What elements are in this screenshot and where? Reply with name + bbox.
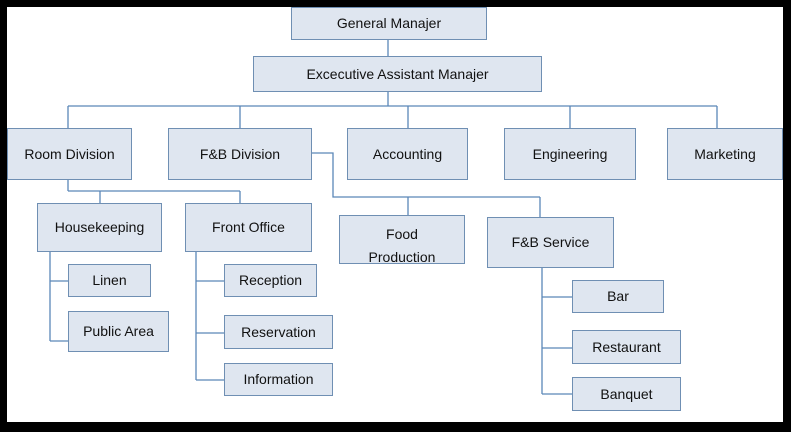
restaurant-box: Restaurant bbox=[572, 330, 681, 364]
banquet-label: Banquet bbox=[600, 385, 653, 402]
engineering-label: Engineering bbox=[532, 145, 608, 162]
front-office-box: Front Office bbox=[185, 203, 312, 252]
reservation-box: Reservation bbox=[224, 315, 333, 349]
housekeeping-label: Housekeeping bbox=[54, 219, 145, 236]
fb-division-box: F&B Division bbox=[168, 128, 312, 180]
bar-label: Bar bbox=[607, 288, 629, 305]
room-division-label: Room Division bbox=[24, 145, 115, 162]
public-area-label: Public Area bbox=[83, 323, 154, 340]
room-division-box: Room Division bbox=[7, 128, 132, 180]
information-label: Information bbox=[243, 371, 314, 388]
fb-service-label: F&B Service bbox=[511, 234, 590, 251]
housekeeping-box: Housekeeping bbox=[37, 203, 162, 252]
reception-box: Reception bbox=[224, 264, 317, 297]
food-production-label-line2: Production bbox=[368, 249, 436, 264]
executive-assistant-manager-box: Excecutive Assistant Manajer bbox=[253, 56, 542, 92]
information-box: Information bbox=[224, 363, 333, 396]
food-production-label-line1: Food bbox=[386, 226, 418, 242]
engineering-box: Engineering bbox=[504, 128, 636, 180]
linen-label: Linen bbox=[92, 272, 127, 289]
marketing-box: Marketing bbox=[667, 128, 783, 180]
banquet-box: Banquet bbox=[572, 377, 681, 411]
accounting-label: Accounting bbox=[372, 145, 443, 162]
reception-label: Reception bbox=[238, 272, 303, 289]
bar-box: Bar bbox=[572, 280, 664, 313]
restaurant-label: Restaurant bbox=[592, 338, 661, 355]
reservation-label: Reservation bbox=[241, 323, 316, 340]
linen-box: Linen bbox=[68, 264, 151, 297]
public-area-box: Public Area bbox=[68, 311, 169, 352]
fb-division-label: F&B Division bbox=[199, 145, 281, 162]
food-production-box: Food Production bbox=[339, 215, 465, 264]
executive-assistant-manager-label: Excecutive Assistant Manajer bbox=[306, 65, 489, 82]
food-production-text: Food Production bbox=[368, 225, 436, 264]
front-office-label: Front Office bbox=[212, 219, 285, 236]
marketing-label: Marketing bbox=[694, 145, 756, 162]
fb-service-box: F&B Service bbox=[487, 217, 614, 268]
accounting-box: Accounting bbox=[347, 128, 468, 180]
general-manager-label: General Manajer bbox=[336, 15, 442, 32]
general-manager-box: General Manajer bbox=[291, 7, 487, 40]
